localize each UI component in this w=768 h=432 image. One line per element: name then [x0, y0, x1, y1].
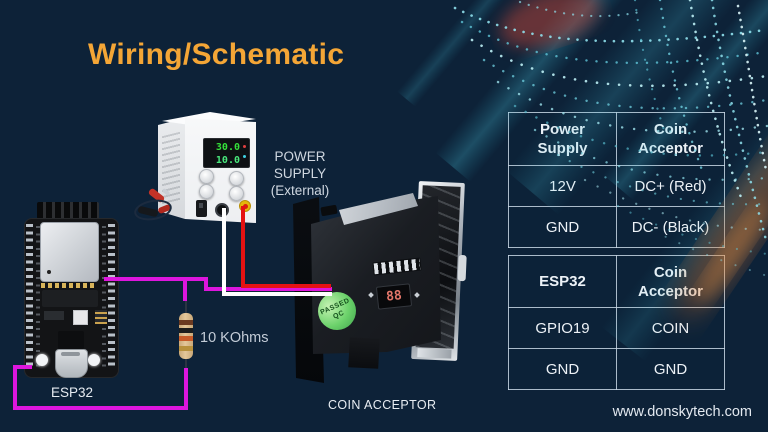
clip-lead-loop [132, 196, 174, 224]
resistor-band-brown [179, 320, 193, 325]
power-supply-label-line3: (External) [270, 183, 330, 198]
esp32-left-holes [36, 226, 40, 368]
esp32-component [95, 310, 107, 324]
coin-acceptor-label: COIN ACCEPTOR [328, 398, 437, 412]
psu-side-panel [158, 118, 185, 219]
esp32-right-holes [102, 226, 106, 368]
wire-negative-to-coin [222, 292, 332, 296]
esp32-right-pins [108, 224, 115, 370]
esp32-left-pins [26, 224, 33, 370]
alligator-clips [132, 184, 194, 234]
esp32-label: ESP32 [50, 385, 94, 400]
coin-acceptor-image: 88 PASSED QC [291, 180, 469, 388]
wire-signal-step [204, 277, 208, 291]
esp32-component [44, 311, 64, 320]
shield-dot [47, 270, 51, 274]
wire-signal-horizontal [104, 277, 208, 281]
esp32-regulator [73, 310, 88, 325]
wire-signal-to-coin [204, 287, 332, 291]
wire-positive-to-coin [241, 284, 331, 288]
psu-current-readout: 10.0 [215, 155, 240, 166]
resistor-10k [179, 313, 193, 359]
psu-power-switch [196, 200, 207, 217]
esp32-pads [41, 283, 97, 288]
clip-jaw [161, 187, 171, 197]
psu-display: 30.0 10.0 [203, 138, 250, 168]
power-supply-image: 30.0 10.0 [152, 108, 264, 232]
faceplate-latch [457, 254, 467, 282]
wire-resistor-branch [183, 279, 187, 301]
wire-ground-bottom [13, 406, 188, 410]
psu-current-knob [199, 184, 214, 199]
table-cell: GND [616, 348, 725, 390]
psu-led-blue [243, 155, 246, 158]
website-url: www.donskytech.com [612, 404, 752, 420]
faceplate-foot [417, 348, 452, 359]
wire-ground-up-to-resistor [184, 368, 188, 410]
power-supply-label-line1: POWER [274, 149, 326, 164]
resistor-band-black [179, 328, 193, 333]
power-supply-label: POWER SUPPLY (External) [256, 148, 344, 199]
wire-negative-down [222, 208, 226, 296]
reject-button [320, 204, 338, 217]
psu-voltage-knob [199, 169, 214, 184]
boot-button [36, 354, 48, 366]
table-row: GND GND [508, 348, 725, 390]
coin-acceptor-display: 88 [375, 283, 413, 310]
wire-positive-down [241, 206, 245, 288]
micro-usb-connector [55, 349, 88, 378]
wifi-shield [40, 222, 99, 282]
page-title: Wiring/Schematic [88, 38, 345, 71]
en-button [88, 354, 100, 366]
resistor-label: 10 KOhms [200, 330, 269, 346]
coin-acceptor-bottom-tab [348, 337, 380, 369]
table-cell: GND [508, 348, 617, 390]
usb-uart-chip [58, 331, 84, 349]
psu-current-fine-knob [229, 186, 244, 201]
power-supply-label-line2: SUPPLY [273, 166, 327, 181]
wire-ground-down [13, 365, 17, 410]
esp32-ic [42, 290, 98, 307]
psu-voltage-fine-knob [229, 171, 244, 186]
esp32-top-header [37, 202, 99, 219]
wire-ground-pin [13, 365, 32, 369]
psu-voltage-readout: 30.0 [215, 142, 240, 153]
esp32-board-image [13, 196, 125, 386]
psu-led-red [243, 145, 246, 148]
resistor-band-gold [179, 346, 193, 351]
table-header-cell: ESP32 [508, 255, 617, 308]
resistor-band-orange [179, 336, 193, 341]
